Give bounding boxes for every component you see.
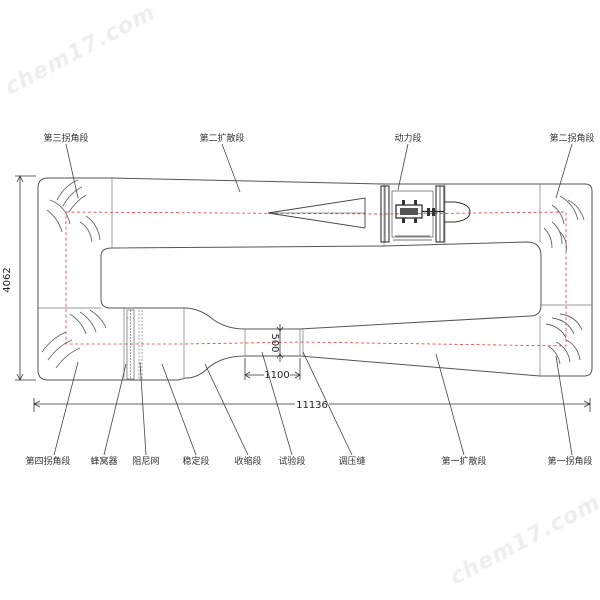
label-second-diffuser: 第二扩散段	[199, 132, 244, 144]
test-length-value: 1100	[264, 370, 289, 381]
fan-motor-assembly	[380, 185, 471, 243]
test-section-marks	[276, 324, 284, 362]
turning-vanes-first-corner	[545, 313, 583, 365]
turning-vanes-third-corner	[46, 179, 101, 243]
dimension-total-length: 11136	[33, 397, 591, 412]
label-settling-section: 稳定段	[182, 455, 209, 467]
dimension-height: 4062	[2, 175, 36, 381]
label-fourth-corner: 第四拐角段	[25, 455, 70, 467]
dimension-test-length: 1100	[244, 358, 301, 381]
test-height-value: 500	[269, 333, 280, 352]
watermark-bottom: chem17.com	[446, 490, 600, 590]
flow-centerline	[65, 211, 567, 347]
label-pressure-slot: 调压缝	[338, 455, 365, 467]
honeycomb	[126, 309, 135, 380]
label-third-corner: 第三拐角段	[43, 132, 88, 144]
turning-vanes-second-corner	[543, 195, 585, 253]
leader-lines	[53, 143, 573, 456]
height-value: 4062	[2, 267, 13, 292]
label-power-section: 动力段	[394, 132, 421, 144]
total-length-value: 11136	[296, 400, 328, 411]
label-damping-screen: 阻尼网	[132, 456, 159, 467]
tunnel-outer-contour	[37, 177, 593, 381]
label-contraction: 收缩段	[234, 455, 261, 467]
label-honeycomb: 蜂窝器	[90, 455, 117, 467]
turning-vanes-fourth-corner	[41, 309, 107, 369]
label-first-diffuser: 第一扩散段	[441, 455, 486, 467]
damping-screen	[138, 310, 143, 379]
tunnel-inner-contour	[100, 241, 542, 330]
section-boundaries	[38, 178, 592, 380]
label-first-corner: 第一拐角段	[547, 455, 592, 467]
watermark-top: chem17.com	[1, 0, 160, 100]
label-second-corner: 第二拐角段	[549, 132, 594, 144]
label-test-section: 试验段	[278, 455, 305, 467]
